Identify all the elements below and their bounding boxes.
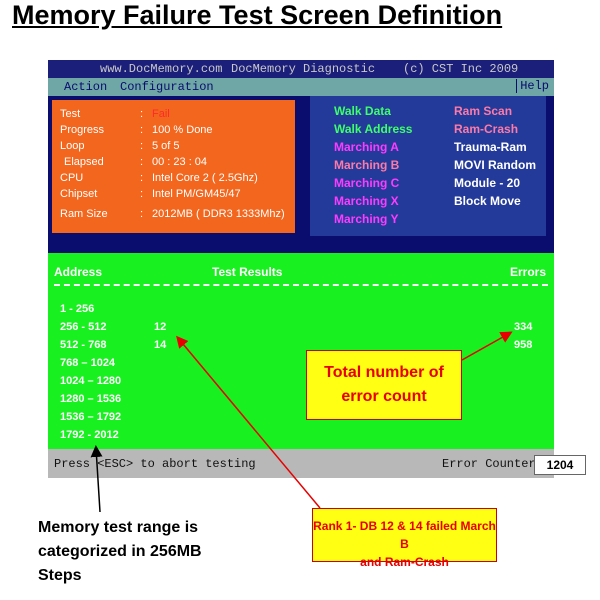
address-range: 512 - 768 <box>60 339 107 351</box>
page-heading: Memory Failure Test Screen Definition <box>12 0 503 30</box>
note-text: Steps <box>38 567 82 584</box>
error-counter-value: 1204 <box>534 455 586 475</box>
arrow-to-addresses <box>90 445 103 513</box>
note-text: Memory test range is <box>38 519 199 536</box>
status-bar: Press <ESC> to abort testing Error Count… <box>48 449 554 478</box>
arrow-to-results <box>176 335 321 509</box>
window-copyright: (c) CST Inc 2009 <box>403 62 519 76</box>
arrow-to-errors <box>461 331 513 361</box>
cpu-label: CPU <box>60 172 84 184</box>
elapsed-label: Elapsed <box>64 156 104 168</box>
menu-help[interactable]: Help <box>516 79 552 93</box>
window-app-title: DocMemory Diagnostic <box>231 62 376 76</box>
header-divider <box>54 284 548 286</box>
range-note: Memory test range is categorized in 256M… <box>38 516 202 588</box>
address-range: 1280 – 1536 <box>60 393 122 405</box>
callout-text: Rank 1- DB 12 & 14 failed March B <box>313 519 496 551</box>
callout-text: error count <box>341 388 427 405</box>
test-value: Fail <box>152 108 170 120</box>
test-item[interactable]: Block Move <box>454 194 521 208</box>
status-panel: Test : Fail Progress : 100 % Done Loop :… <box>52 100 295 233</box>
diagnostic-screen: www.DocMemory.com DocMemory Diagnostic (… <box>48 60 554 478</box>
test-item[interactable]: Walk Address <box>334 122 413 136</box>
test-item[interactable]: Module - 20 <box>454 176 521 190</box>
test-item[interactable]: Marching B <box>334 158 400 172</box>
test-list-panel: Walk Data Walk Address Marching A Marchi… <box>310 96 546 236</box>
abort-hint: Press <ESC> to abort testing <box>54 457 256 471</box>
elapsed-value: 00 : 23 : 04 <box>152 156 208 168</box>
note-text: categorized in 256MB <box>38 543 202 560</box>
test-item[interactable]: Marching C <box>334 176 400 190</box>
callout-text: Total number of <box>324 364 444 381</box>
colon: : <box>140 140 144 152</box>
ram-size-value: 2012MB ( DDR3 1333Mhz) <box>152 208 285 220</box>
menu-bar: Action Configuration Help <box>48 78 554 96</box>
colon: : <box>140 108 144 120</box>
address-range: 1536 – 1792 <box>60 411 122 423</box>
test-item[interactable]: Walk Data <box>334 104 391 118</box>
result-value: 12 <box>154 321 167 333</box>
test-item[interactable]: Trauma-Ram <box>454 140 527 154</box>
colon: : <box>140 208 144 220</box>
colon: : <box>140 188 144 200</box>
cpu-value: Intel Core 2 ( 2.5Ghz) <box>152 172 258 184</box>
address-range: 1 - 256 <box>60 303 95 315</box>
address-range: 1792 - 2012 <box>60 429 119 441</box>
chipset-label: Chipset <box>60 188 98 200</box>
address-range: 1024 – 1280 <box>60 375 122 387</box>
test-label: Test <box>60 108 81 120</box>
results-panel: Address Test Results Errors 1 - 256 256 … <box>48 253 554 449</box>
error-value: 958 <box>514 339 533 351</box>
menu-configuration[interactable]: Configuration <box>120 80 214 94</box>
test-results-header: Test Results <box>212 265 283 279</box>
test-item[interactable]: MOVI Random <box>454 158 537 172</box>
error-value: 334 <box>514 321 533 333</box>
errors-header: Errors <box>510 265 547 279</box>
test-item[interactable]: Ram-Crash <box>454 122 519 136</box>
menu-action[interactable]: Action <box>64 80 108 94</box>
chipset-value: Intel PM/GM45/47 <box>152 188 241 200</box>
test-item[interactable]: Ram Scan <box>454 104 513 118</box>
rank-failure-callout: Rank 1- DB 12 & 14 failed March B and Ra… <box>312 508 497 569</box>
progress-value: 100 % Done <box>152 124 213 136</box>
loop-value: 5 of 5 <box>152 140 180 152</box>
colon: : <box>140 156 144 168</box>
loop-label: Loop <box>60 140 85 152</box>
colon: : <box>140 124 144 136</box>
address-header: Address <box>54 265 103 279</box>
window-titlebar: www.DocMemory.com DocMemory Diagnostic (… <box>48 60 554 78</box>
colon: : <box>140 172 144 184</box>
total-error-callout: Total number of error count <box>306 350 462 420</box>
callout-text: and Ram-Crash <box>360 555 449 569</box>
address-range: 256 - 512 <box>60 321 107 333</box>
progress-label: Progress <box>60 124 105 136</box>
test-item[interactable]: Marching Y <box>334 212 399 226</box>
test-item[interactable]: Marching X <box>334 194 399 208</box>
test-item[interactable]: Marching A <box>334 140 399 154</box>
address-range: 768 – 1024 <box>60 357 116 369</box>
result-value: 14 <box>154 339 167 351</box>
window-url: www.DocMemory.com <box>100 62 223 76</box>
ram-size-label: Ram Size <box>60 208 108 220</box>
error-counter-label: Error Counter: <box>442 457 543 471</box>
